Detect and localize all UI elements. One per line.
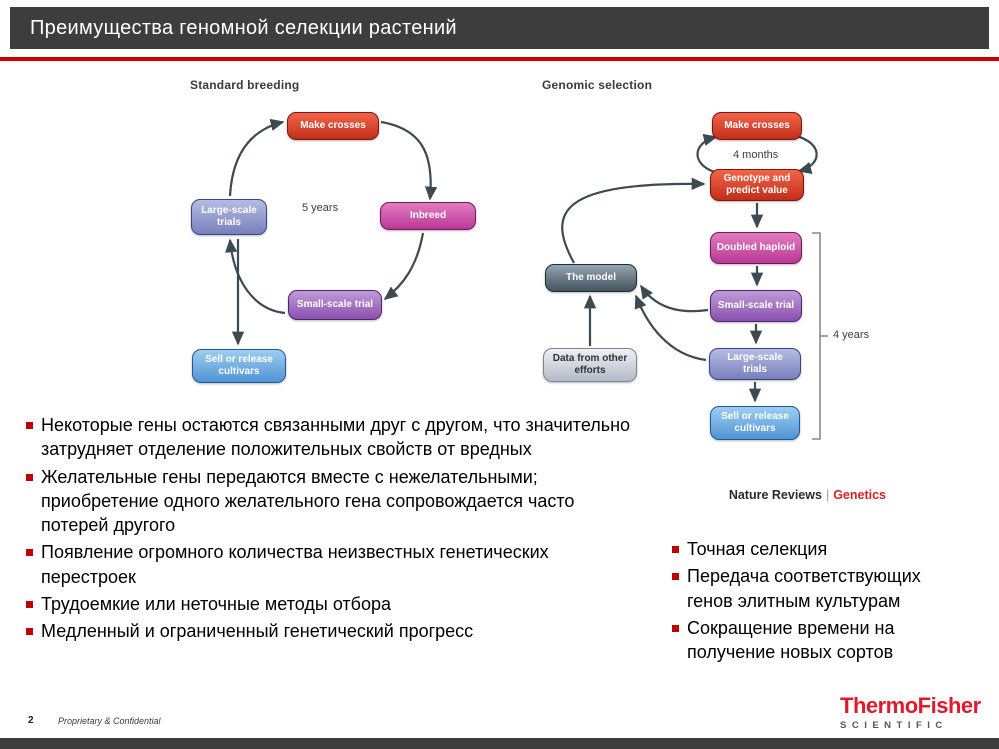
bracket-4-years (812, 232, 828, 440)
bullet-icon (672, 573, 679, 581)
box-sell-or-release: Sell or release cultivars (192, 349, 286, 383)
box-doubled-haploid: Doubled haploid (710, 232, 802, 264)
duration-label-4-months: 4 months (733, 149, 779, 161)
page-number: 2 (28, 715, 34, 726)
list-item: Трудоемкие или неточные методы отбора (26, 592, 641, 616)
box-sell-or-release: Sell or release cultivars (710, 406, 800, 440)
list-item: Появление огромного количества неизвестн… (26, 540, 641, 589)
bullet-icon (26, 549, 33, 557)
box-small-scale-trial: Small-scale trial (710, 290, 802, 322)
list-item: Передача соответствующих генов элитным к… (672, 564, 930, 613)
list-item: Сокращение времени на получение новых со… (672, 616, 930, 665)
bullet-text: Трудоемкие или неточные методы отбора (41, 594, 392, 615)
cycle-arrows-icon (225, 118, 438, 346)
bullet-icon (672, 624, 679, 632)
bullet-text: Передача соответствующих генов элитным к… (687, 566, 921, 611)
bullet-icon (26, 422, 33, 429)
box-inbreed: Inbreed (380, 202, 476, 230)
diagram-title-genomic: Genomic selection (542, 78, 653, 92)
bullet-icon (26, 601, 33, 609)
box-genotype-predict: Genotype and predict value (710, 169, 804, 201)
box-make-crosses: Make crosses (712, 112, 802, 140)
bullet-icon (672, 546, 679, 553)
left-bullet-list: Некоторые гены остаются связанными друг … (26, 413, 641, 647)
right-bullet-list: Точная селекция Передача соответствующих… (672, 537, 930, 667)
box-small-scale-trial: Small-scale trial (288, 290, 382, 320)
list-item: Некоторые гены остаются связанными друг … (26, 413, 641, 462)
caption-nature-reviews: Nature Reviews (728, 488, 822, 502)
footer-bar (0, 738, 999, 749)
logo-brand-text: ThermoFisher (840, 693, 981, 718)
bullet-text: Появление огромного количества неизвестн… (41, 542, 549, 587)
bullet-text: Некоторые гены остаются связанными друг … (41, 415, 631, 460)
standard-breeding-diagram: Standard breeding Make crosses Inbreed L… (180, 72, 500, 412)
thermofisher-logo: ThermoFisher SCIENTIFIC (840, 693, 981, 732)
bullet-text: Точная селекция (687, 539, 828, 559)
genomic-selection-diagram: Genomic selection (530, 72, 925, 522)
flow-arrows-icon (561, 133, 828, 440)
duration-label-4-years: 4 years (833, 329, 870, 341)
slide-header: Преимущества геномной селекции растений (10, 7, 989, 49)
figure-source-caption: Nature Reviews|Genetics (708, 488, 886, 502)
caption-separator: | (825, 488, 830, 502)
logo-scientific-text: SCIENTIFIC (840, 720, 948, 731)
list-item: Точная селекция (672, 537, 930, 561)
confidential-note: Proprietary & Confidential (58, 716, 161, 726)
box-large-scale-trials: Large-scale trials (191, 199, 267, 235)
bullet-text: Сокращение времени на получение новых со… (687, 617, 895, 663)
page-title: Преимущества геномной селекции растений (30, 16, 457, 39)
caption-genetics: Genetics (833, 488, 886, 502)
box-make-crosses: Make crosses (287, 112, 379, 140)
bullet-icon (26, 628, 33, 636)
list-item: Желательные гены передаются вместе с неж… (26, 465, 641, 538)
list-item: Медленный и ограниченный генетический пр… (26, 619, 641, 643)
accent-divider (0, 57, 999, 61)
box-data-other-efforts: Data from other efforts (543, 348, 637, 382)
diagram-title-standard: Standard breeding (190, 78, 300, 92)
bullet-icon (26, 473, 33, 481)
bullet-text: Желательные гены передаются вместе с неж… (41, 466, 575, 536)
bullet-text: Медленный и ограниченный генетический пр… (41, 621, 474, 642)
duration-label-5-years: 5 years (302, 202, 339, 214)
box-large-scale-trials: Large-scale trials (709, 348, 801, 380)
box-the-model: The model (545, 264, 637, 292)
